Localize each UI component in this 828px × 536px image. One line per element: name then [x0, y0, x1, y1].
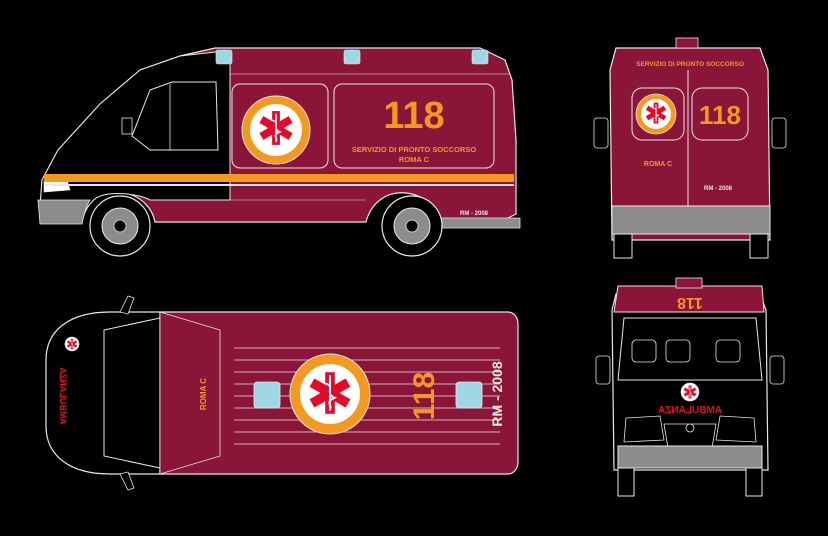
rear-service-text: SERVIZIO DI PRONTO SOCCORSO [636, 61, 744, 68]
side-emblem [241, 95, 311, 165]
side-plate-text: RM - 2008 [460, 211, 489, 217]
top-city-text: ROMA C [199, 378, 208, 410]
front-view: 118 AMBULANZA [595, 277, 785, 497]
front-number: 118 [677, 294, 703, 311]
top-hood-word: AMBULANZA [58, 367, 68, 425]
top-plate-text: RM - 2008 [489, 361, 505, 427]
side-city-text: ROMA C [399, 155, 430, 164]
front-word: AMBULANZA [658, 405, 722, 416]
side-service-text: SERVIZIO DI PRONTO SOCCORSO [352, 145, 476, 154]
front-emblem [680, 382, 700, 402]
rear-view: SERVIZIO DI PRONTO SOCCORSO 118 ROMA C R… [593, 37, 787, 259]
top-emblem [289, 353, 371, 435]
top-number: 118 [408, 372, 441, 420]
side-number: 118 [383, 95, 444, 137]
top-hood-emblem [64, 336, 80, 352]
rear-emblem [635, 93, 677, 135]
rear-city-text: ROMA C [644, 161, 672, 168]
side-front-wheel [89, 195, 151, 257]
rear-plate-text: RM - 2008 [704, 186, 733, 192]
top-view: 118 ROMA C RM - 2008 AMBULANZA [45, 295, 519, 491]
side-view: 118 SERVIZIO DI PRONTO SOCCORSO ROMA C R… [37, 47, 521, 257]
rear-number: 118 [699, 100, 741, 130]
side-rear-wheel [381, 195, 443, 257]
